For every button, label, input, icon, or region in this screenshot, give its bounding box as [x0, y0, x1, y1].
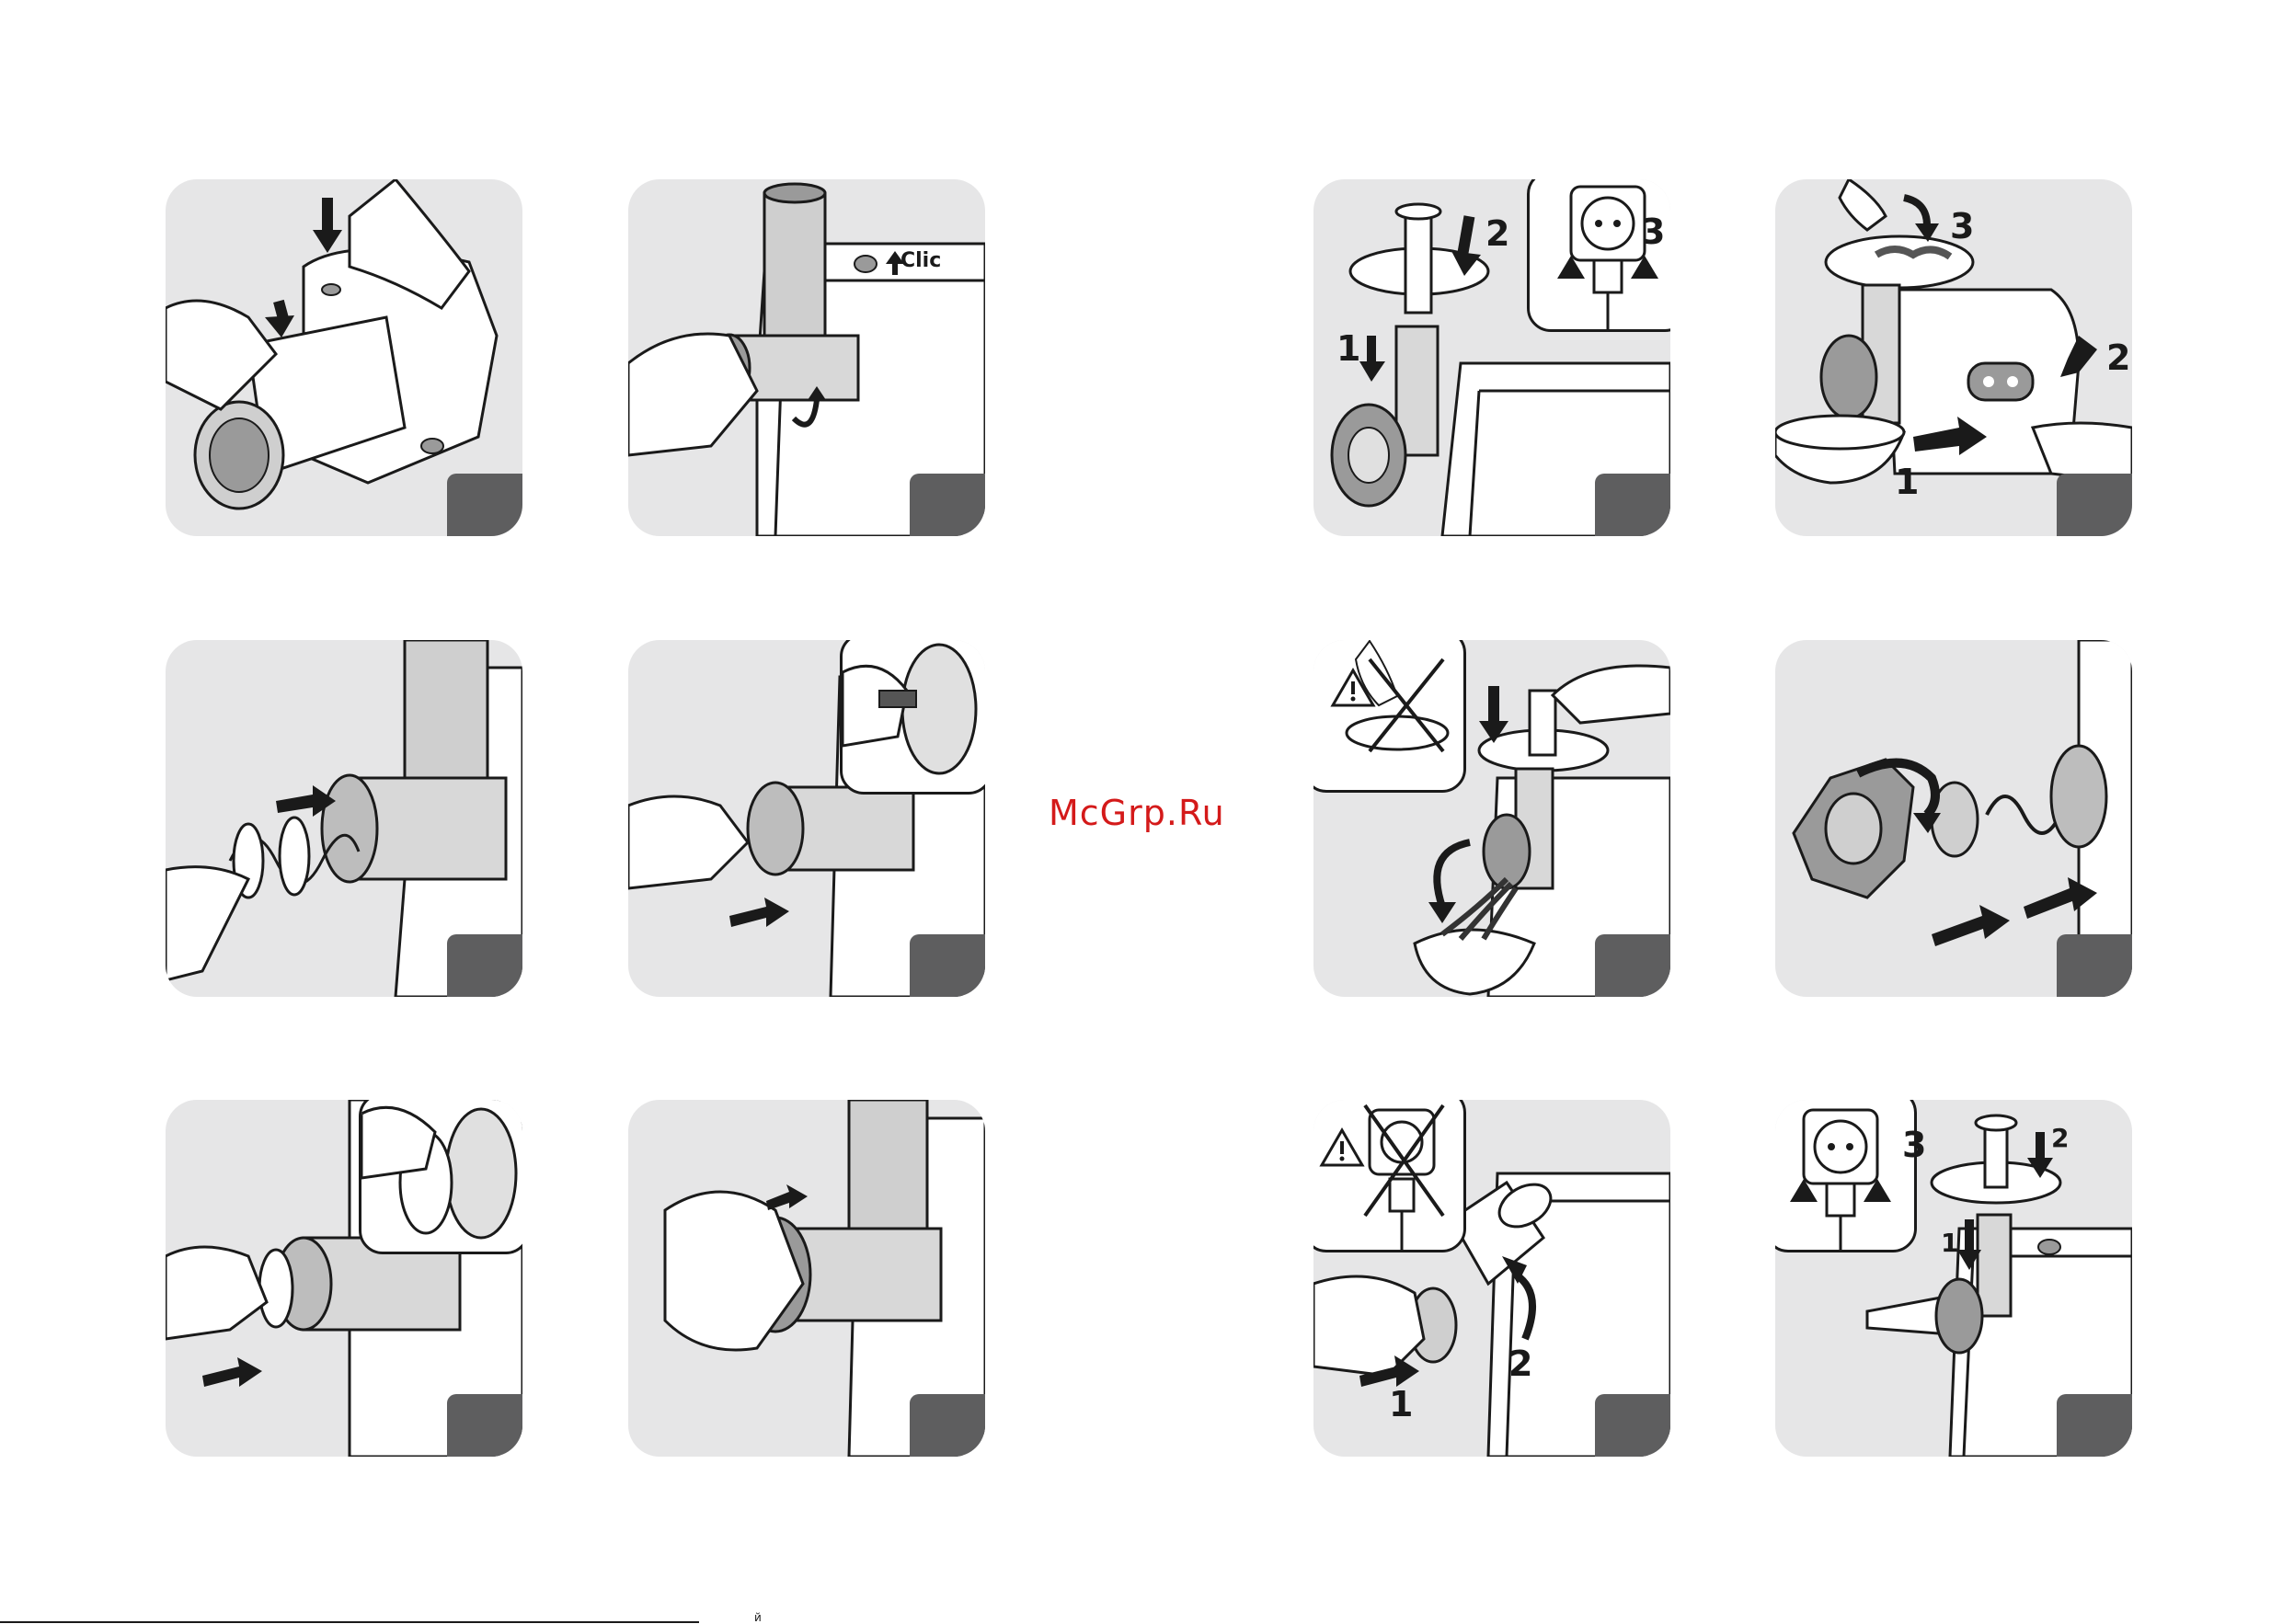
step-badge — [910, 934, 985, 997]
step-panel-assemble-tray: 2 1 3 — [1313, 179, 1670, 536]
step-panel-use-pusher — [1313, 640, 1670, 997]
step-badge — [2057, 474, 2132, 536]
detail-inset-plug-in — [1775, 1100, 1917, 1252]
step-number-2: 2 — [2106, 340, 2130, 375]
step-number-3: 3 — [1950, 209, 1974, 244]
detail-inset-cutter — [840, 640, 985, 795]
step-number-3: 3 — [1902, 1127, 1926, 1162]
step-panel-insert-plate — [166, 1100, 522, 1457]
socket-icon — [1530, 179, 1670, 329]
detail-inset-plug-in — [1527, 179, 1670, 332]
step-number-2: 2 — [2051, 1126, 2069, 1151]
arrow-icon — [766, 1184, 808, 1210]
step-badge — [447, 474, 522, 536]
warning-no-fingers — [1313, 640, 1463, 790]
step-panel-insert-cutter — [628, 640, 985, 997]
clic-label: Clic — [900, 251, 941, 271]
step-badge — [447, 934, 522, 997]
watermark: McGrp.Ru — [1049, 793, 1225, 833]
detail-inset-plate — [359, 1100, 522, 1254]
step-badge — [2057, 1394, 2132, 1457]
step-badge — [1595, 474, 1670, 536]
step-number-1: 1 — [1941, 1230, 1958, 1256]
warning-unplugged — [1313, 1100, 1463, 1250]
step-panel-attach-head: Clic — [628, 179, 985, 536]
step-badge — [447, 1394, 522, 1457]
step-badge — [1595, 1394, 1670, 1457]
footer-mark: й — [754, 1611, 762, 1624]
socket-icon — [1775, 1100, 1914, 1250]
warning-triangle-icon — [1322, 1130, 1362, 1165]
step-panel-screw-ring — [628, 1100, 985, 1457]
arrow-icon — [202, 1357, 262, 1387]
step-panel-unlock-head — [166, 179, 522, 536]
step-panel-sausage-attach: 1 2 — [1313, 1100, 1670, 1457]
plug-icon — [1390, 1179, 1414, 1250]
footer-rule — [0, 1621, 699, 1623]
step-panel-switch-on: 3 2 1 — [1775, 179, 2132, 536]
step-badge — [910, 474, 985, 536]
step-panel-sausage-ready: 2 1 3 — [1775, 1100, 2132, 1457]
illustration-cutter-detail — [843, 640, 985, 792]
step-number-1: 1 — [1895, 464, 1919, 499]
arrow-icon — [729, 898, 789, 927]
step-panel-insert-screw — [166, 640, 522, 997]
step-number-2: 2 — [1485, 216, 1509, 251]
step-badge — [2057, 934, 2132, 997]
step-number-1: 1 — [1336, 331, 1360, 366]
warning-inset-unplug — [1313, 1100, 1466, 1252]
warning-inset-no-fingers — [1313, 640, 1466, 793]
step-number-2: 2 — [1508, 1346, 1532, 1381]
step-number-3: 3 — [1641, 214, 1665, 249]
step-badge — [910, 1394, 985, 1457]
illustration-plate-detail — [361, 1100, 522, 1252]
step-badge — [1595, 934, 1670, 997]
step-panel-disassemble — [1775, 640, 2132, 997]
step-number-1: 1 — [1389, 1387, 1413, 1422]
